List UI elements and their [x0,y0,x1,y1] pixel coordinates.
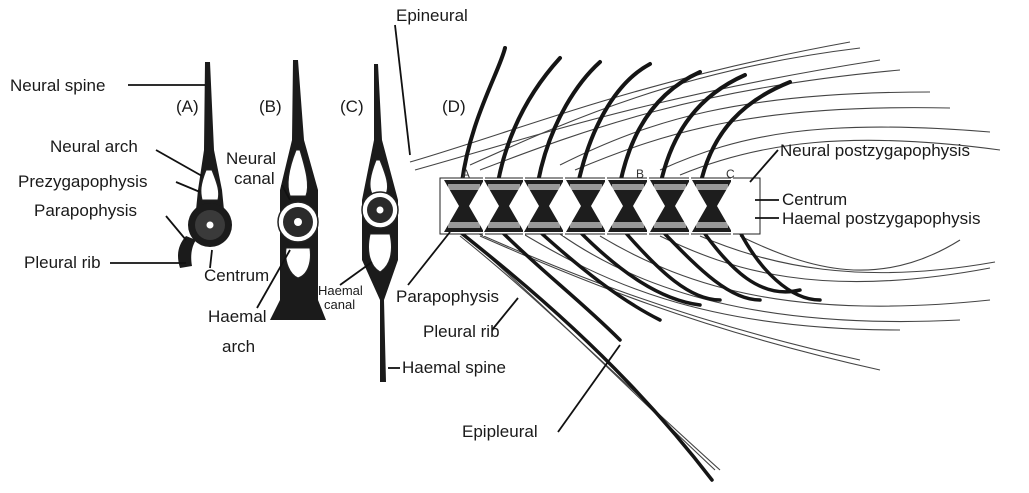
vertebra-mark-c: C [726,167,735,181]
label-centrum-a: Centrum [204,266,269,285]
centrum-highlight [528,184,560,190]
label-neural-postzygapophysis: Neural postzygapophysis [780,141,970,160]
label-neural-spine: Neural spine [10,76,105,95]
label-haemal-arch-line1: Haemal [208,307,267,326]
centrum-highlight [448,222,480,228]
centrum-highlight [654,222,686,228]
centrum-highlight [528,222,560,228]
label-epineural: Epineural [396,6,468,25]
pleural-ribs-d [455,228,820,480]
label-neural-arch: Neural arch [50,137,138,156]
vertebra-mark-b: B [636,167,644,181]
centrum-highlight [654,184,686,190]
centrum-highlight [448,184,480,190]
vertebra-c [362,64,398,382]
label-haemal-spine: Haemal spine [402,358,506,377]
label-haemal-canal-line2: canal [324,297,355,312]
panel-label-a: (A) [176,97,199,116]
centrum-highlight [612,222,644,228]
panel-label-c: (C) [340,97,364,116]
centrum-highlight [488,184,520,190]
label-pleural-rib-a: Pleural rib [24,253,101,272]
label-parapophysis-a: Parapophysis [34,201,137,220]
panel-label-b: (B) [259,97,282,116]
label-neural-canal-line2: canal [234,169,275,188]
vertebral-column-d [440,176,760,236]
label-neural-canal-line1: Neural [226,149,276,168]
label-pleural-rib-d: Pleural rib [423,322,500,341]
label-haemal-arch-line2: arch [222,337,255,356]
label-prezygapophysis: Prezygapophysis [18,172,147,191]
label-haemal-canal-line1: Haemal [318,283,363,298]
centrum-highlight [696,222,728,228]
centrum-highlight [570,184,602,190]
centrum-highlight [488,222,520,228]
label-haemal-postzygapophysis: Haemal postzygapophysis [782,209,980,228]
label-centrum-d: Centrum [782,190,847,209]
label-epipleural: Epipleural [462,422,538,441]
centrum-highlight [612,184,644,190]
pale-ribs [410,42,1000,470]
label-parapophysis-d: Parapophysis [396,287,499,306]
vertebra-a [178,62,232,268]
centrum-highlight [570,222,602,228]
centrum-highlight [696,184,728,190]
vertebra-mark-a: A [462,167,470,181]
panel-label-d: (D) [442,97,466,116]
